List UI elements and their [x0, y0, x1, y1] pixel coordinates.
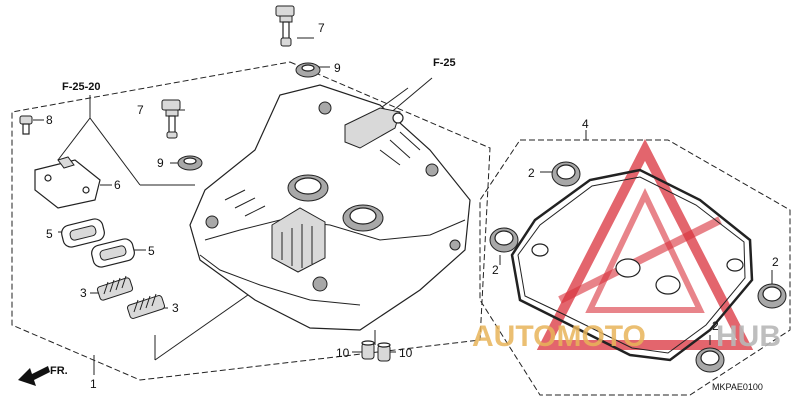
breather-cover: [34, 156, 101, 209]
part-label-8: 8: [46, 113, 53, 127]
washer-top: [295, 62, 321, 78]
gasket-kit-outline: [479, 139, 791, 396]
bolt-8: [19, 115, 33, 135]
seal-5a: [61, 218, 105, 248]
washer-left: [177, 155, 203, 171]
plug-2b: [489, 227, 519, 253]
part-label-3b: 3: [172, 301, 179, 315]
watermark-text-hub: HUB: [716, 320, 781, 353]
front-arrow-icon: [18, 366, 50, 386]
plug-2c: [757, 283, 787, 309]
ref-f25-20[interactable]: F-25-20: [62, 81, 101, 93]
part-label-2d: 2: [712, 319, 719, 333]
part-label-7a: 7: [318, 21, 325, 35]
seal-5b: [91, 238, 135, 268]
cover-assembly-outline: [11, 61, 491, 381]
watermark-logo: [536, 139, 754, 350]
part-label-9a: 9: [334, 61, 341, 75]
grommet-10b: [377, 342, 391, 362]
bolt-left: [161, 99, 181, 139]
part-label-3a: 3: [80, 286, 87, 300]
part-label-10a: 10: [336, 346, 350, 360]
plug-2d: [695, 347, 725, 373]
part-label-2b: 2: [492, 263, 499, 277]
part-label-10b: 10: [399, 346, 413, 360]
part-label-5a: 5: [46, 227, 53, 241]
cylinder-head-cover: [189, 84, 471, 331]
front-arrow-label: FR.: [50, 365, 68, 377]
part-label-5b: 5: [148, 244, 155, 258]
spring-3a: [96, 275, 134, 301]
bolt-top: [275, 5, 295, 47]
watermark-text-auto: AUTOMOTO: [472, 320, 646, 353]
head-cover-gasket: [510, 168, 754, 362]
part-label-6: 6: [114, 178, 121, 192]
ref-f25[interactable]: F-25: [433, 57, 456, 69]
spring-3b: [126, 293, 166, 319]
plug-2a: [551, 161, 581, 187]
part-label-4: 4: [582, 117, 589, 131]
grommet-10a: [361, 340, 375, 360]
diagram-code: MKPAE0100: [712, 382, 763, 392]
part-label-1: 1: [90, 377, 97, 391]
part-label-2c: 2: [772, 255, 779, 269]
part-label-9b: 9: [157, 156, 164, 170]
part-label-7b: 7: [137, 103, 144, 117]
part-label-2a: 2: [528, 166, 535, 180]
